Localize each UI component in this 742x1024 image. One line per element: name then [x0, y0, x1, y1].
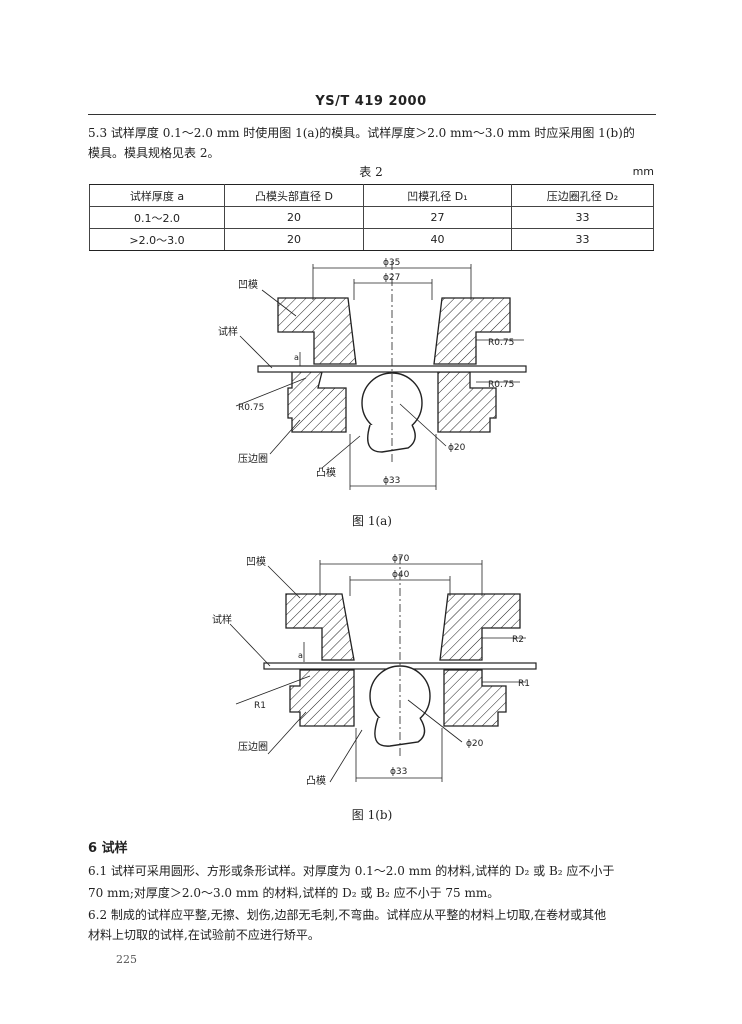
fig-a-r-upper-label: R0.75 — [488, 338, 514, 348]
section-5-3-line-2: 模具。模具规格见表 2。 — [88, 146, 220, 160]
blank-holder-right — [437, 371, 497, 433]
section-6-2-line-1: 6.2 制成的试样应平整,无擦、划伤,边部无毛刺,不弯曲。试样应从平整的材料上切… — [88, 908, 607, 922]
fig-a-r-right-label: R0.75 — [488, 380, 514, 390]
fig-a-d-ball-label: ϕ20 — [448, 443, 466, 453]
fig-b-die-label: 凹模 — [246, 556, 266, 568]
table-header-row: 试样厚度 a 凸模头部直径 D 凹模孔径 D₁ 压边圈孔径 D₂ — [89, 184, 654, 207]
table-cell: 40 — [363, 228, 512, 251]
section-6-1-line-1: 6.1 试样可采用圆形、方形或条形试样。对厚度为 0.1～2.0 mm 的材料,… — [88, 864, 615, 878]
table-row: >2.0～3.0 20 40 33 — [89, 228, 654, 251]
fig-b-d-inner-label: ϕ40 — [392, 570, 410, 580]
fig-a-r-left-label: R0.75 — [238, 403, 264, 413]
section-5-3-line-1: 5.3 试样厚度 0.1～2.0 mm 时使用图 1(a)的模具。试样厚度＞2.… — [88, 126, 635, 140]
table-cell: 27 — [363, 206, 512, 229]
blank-holder-left — [289, 669, 355, 727]
fig-a-die-label: 凹模 — [238, 279, 258, 291]
die-left — [285, 593, 355, 661]
table-row: 0.1～2.0 20 27 33 — [89, 206, 654, 229]
fig-a-punch-label: 凸模 — [316, 467, 336, 479]
fig-b-d-outer-label: ϕ70 — [392, 554, 410, 564]
fig-b-r-left-label: R1 — [254, 701, 266, 711]
fig-b-d-ball-label: ϕ20 — [466, 739, 484, 749]
fig-b-d-bottom-label: ϕ33 — [390, 767, 407, 777]
fig-a-blank-holder-label: 压边圈 — [238, 453, 268, 465]
table-cell: 33 — [511, 206, 654, 229]
section-6-1-line-2: 70 mm;对厚度＞2.0～3.0 mm 的材料,试样的 D₂ 或 B₂ 应不小… — [88, 886, 500, 900]
table-header-cell: 试样厚度 a — [89, 184, 225, 207]
table-header-cell: 凸模头部直径 D — [224, 184, 364, 207]
table-header-cell: 凹模孔径 D₁ — [363, 184, 512, 207]
die-right — [439, 593, 521, 661]
fig-b-specimen-label: 试样 — [212, 613, 232, 626]
table-caption: 表 2 — [359, 165, 383, 179]
blank-holder-left — [287, 371, 347, 433]
fig-b-thickness-label: a — [298, 651, 303, 660]
fig-a-d-inner-label: ϕ27 — [383, 273, 400, 283]
die-left — [277, 297, 357, 365]
fig-b-blank-holder-label: 压边圈 — [238, 741, 268, 753]
section-6-title: 6 试样 — [88, 841, 128, 856]
blank-holder-right — [443, 669, 507, 727]
punch-stem — [367, 424, 416, 453]
section-6-2-line-2: 材料上切取的试样,在试验前不应进行矫平。 — [88, 928, 320, 942]
die-right — [433, 297, 511, 365]
table-cell: 20 — [224, 206, 364, 229]
fig-a-specimen-label: 试样 — [218, 325, 238, 338]
fig-b-punch-label: 凸模 — [306, 775, 326, 787]
table-unit: mm — [632, 165, 654, 178]
figure-1b-drawing: ϕ70 ϕ40 ϕ33 ϕ20 R2 R1 R1 a 凹模 试样 压边圈 凸模 — [212, 554, 537, 787]
table-header-cell: 压边圈孔径 D₂ — [511, 184, 654, 207]
header-rule — [88, 114, 656, 115]
figure-1a-drawing: ϕ35 ϕ27 ϕ33 ϕ20 R0.75 R0.75 R0.75 a 凹模 试… — [218, 258, 527, 490]
fig-a-d-outer-label: ϕ35 — [383, 258, 400, 268]
figure-1b-caption: 图 1(b) — [351, 808, 393, 822]
figure-1a-caption: 图 1(a) — [352, 514, 392, 528]
spec-table: 试样厚度 a 凸模头部直径 D 凹模孔径 D₁ 压边圈孔径 D₂ 0.1～2.0… — [89, 184, 654, 251]
table-cell: 20 — [224, 228, 364, 251]
document-header: YS/T 419 2000 — [315, 94, 427, 109]
table-cell: 0.1～2.0 — [89, 206, 225, 229]
fig-b-r-right-label: R1 — [518, 679, 530, 689]
fig-b-r-upper-label: R2 — [512, 635, 524, 645]
table-cell: >2.0～3.0 — [89, 228, 225, 251]
fig-a-d-bottom-label: ϕ33 — [383, 476, 400, 486]
table-cell: 33 — [511, 228, 654, 251]
fig-a-thickness-label: a — [294, 353, 299, 362]
page-number: 225 — [116, 953, 137, 966]
